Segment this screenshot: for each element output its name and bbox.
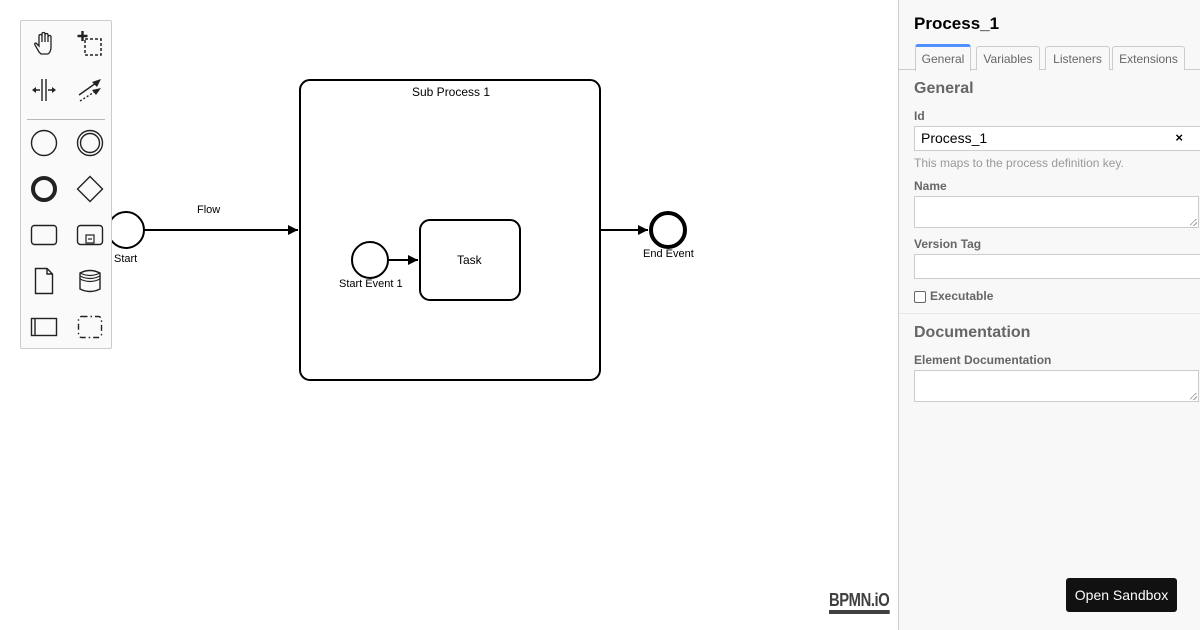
open-sandbox-button[interactable]: Open Sandbox (1066, 578, 1177, 612)
lasso-icon (76, 30, 102, 56)
create-pool[interactable] (26, 309, 62, 345)
tab-variables[interactable]: Variables (976, 46, 1040, 70)
create-end-event[interactable] (26, 171, 62, 207)
id-value: Process_1 (921, 130, 988, 146)
panel-title: Process_1 (914, 14, 1000, 33)
diagram-canvas[interactable]: Start Flow Sub Process 1 Start Event 1 T… (0, 0, 898, 630)
hand-icon (34, 31, 52, 55)
connect-icon (78, 79, 101, 102)
documentation-heading: Documentation (914, 324, 1031, 341)
resize-handle[interactable] (1190, 219, 1197, 226)
tab-general[interactable]: General (915, 44, 971, 71)
create-group[interactable] (72, 309, 108, 345)
task-label: Task (457, 253, 482, 267)
panel-tabs: General Variables Listeners Extensions (899, 44, 1200, 71)
version-tag-input[interactable] (914, 254, 1200, 279)
create-start-event[interactable] (26, 125, 62, 161)
start-event-label: Start (114, 253, 138, 265)
palette-separator (27, 119, 105, 120)
end-event[interactable] (649, 211, 687, 249)
create-data-store[interactable] (72, 263, 108, 299)
tool-palette (20, 20, 112, 349)
id-label: Id (914, 109, 925, 123)
start-event-icon (30, 129, 58, 157)
create-gateway[interactable] (72, 171, 108, 207)
start-event[interactable] (107, 211, 145, 249)
subprocess-icon (76, 224, 104, 246)
data-store-icon (79, 269, 101, 293)
lasso-tool[interactable] (72, 26, 108, 62)
end-event-label: End Event (643, 248, 694, 260)
element-documentation-label: Element Documentation (914, 353, 1052, 367)
version-tag-label: Version Tag (914, 237, 982, 251)
group-icon (77, 315, 103, 339)
create-subprocess[interactable] (72, 217, 108, 253)
clear-icon[interactable]: × (1175, 130, 1183, 145)
inner-start-event[interactable] (351, 241, 389, 279)
section-divider (899, 313, 1200, 314)
tab-listeners[interactable]: Listeners (1045, 46, 1110, 70)
create-intermediate-event[interactable] (72, 125, 108, 161)
task[interactable] (419, 219, 521, 301)
element-documentation-textarea[interactable] (914, 370, 1199, 402)
pool-icon (30, 317, 58, 337)
id-hint: This maps to the process definition key. (914, 156, 1124, 170)
resize-handle[interactable] (1190, 393, 1197, 400)
name-label: Name (914, 179, 947, 193)
executable-checkbox[interactable] (914, 291, 926, 303)
tab-extensions[interactable]: Extensions (1112, 46, 1185, 70)
properties-panel: Process_1 General Variables Listeners Ex… (898, 0, 1200, 630)
subprocess-label: Sub Process 1 (412, 85, 491, 99)
task-icon (30, 224, 58, 246)
general-heading: General (914, 80, 974, 97)
bpmn-diagram (107, 79, 687, 381)
flow-label: Flow (197, 204, 221, 216)
space-tool[interactable] (26, 72, 62, 108)
data-object-icon (34, 267, 54, 295)
create-task[interactable] (26, 217, 62, 253)
gateway-icon (76, 175, 104, 203)
id-input[interactable]: Process_1 × (914, 126, 1200, 151)
space-icon (32, 79, 56, 101)
create-data-object[interactable] (26, 263, 62, 299)
executable-label: Executable (930, 289, 994, 303)
intermediate-event-icon (76, 129, 104, 157)
end-event-icon (31, 176, 57, 202)
global-connect-tool[interactable] (72, 72, 108, 108)
name-textarea[interactable] (914, 196, 1199, 228)
bpmn-io-logo[interactable]: BPMN.iO (829, 591, 890, 614)
hand-tool[interactable] (26, 26, 62, 62)
inner-start-event-label: Start Event 1 (339, 278, 403, 290)
